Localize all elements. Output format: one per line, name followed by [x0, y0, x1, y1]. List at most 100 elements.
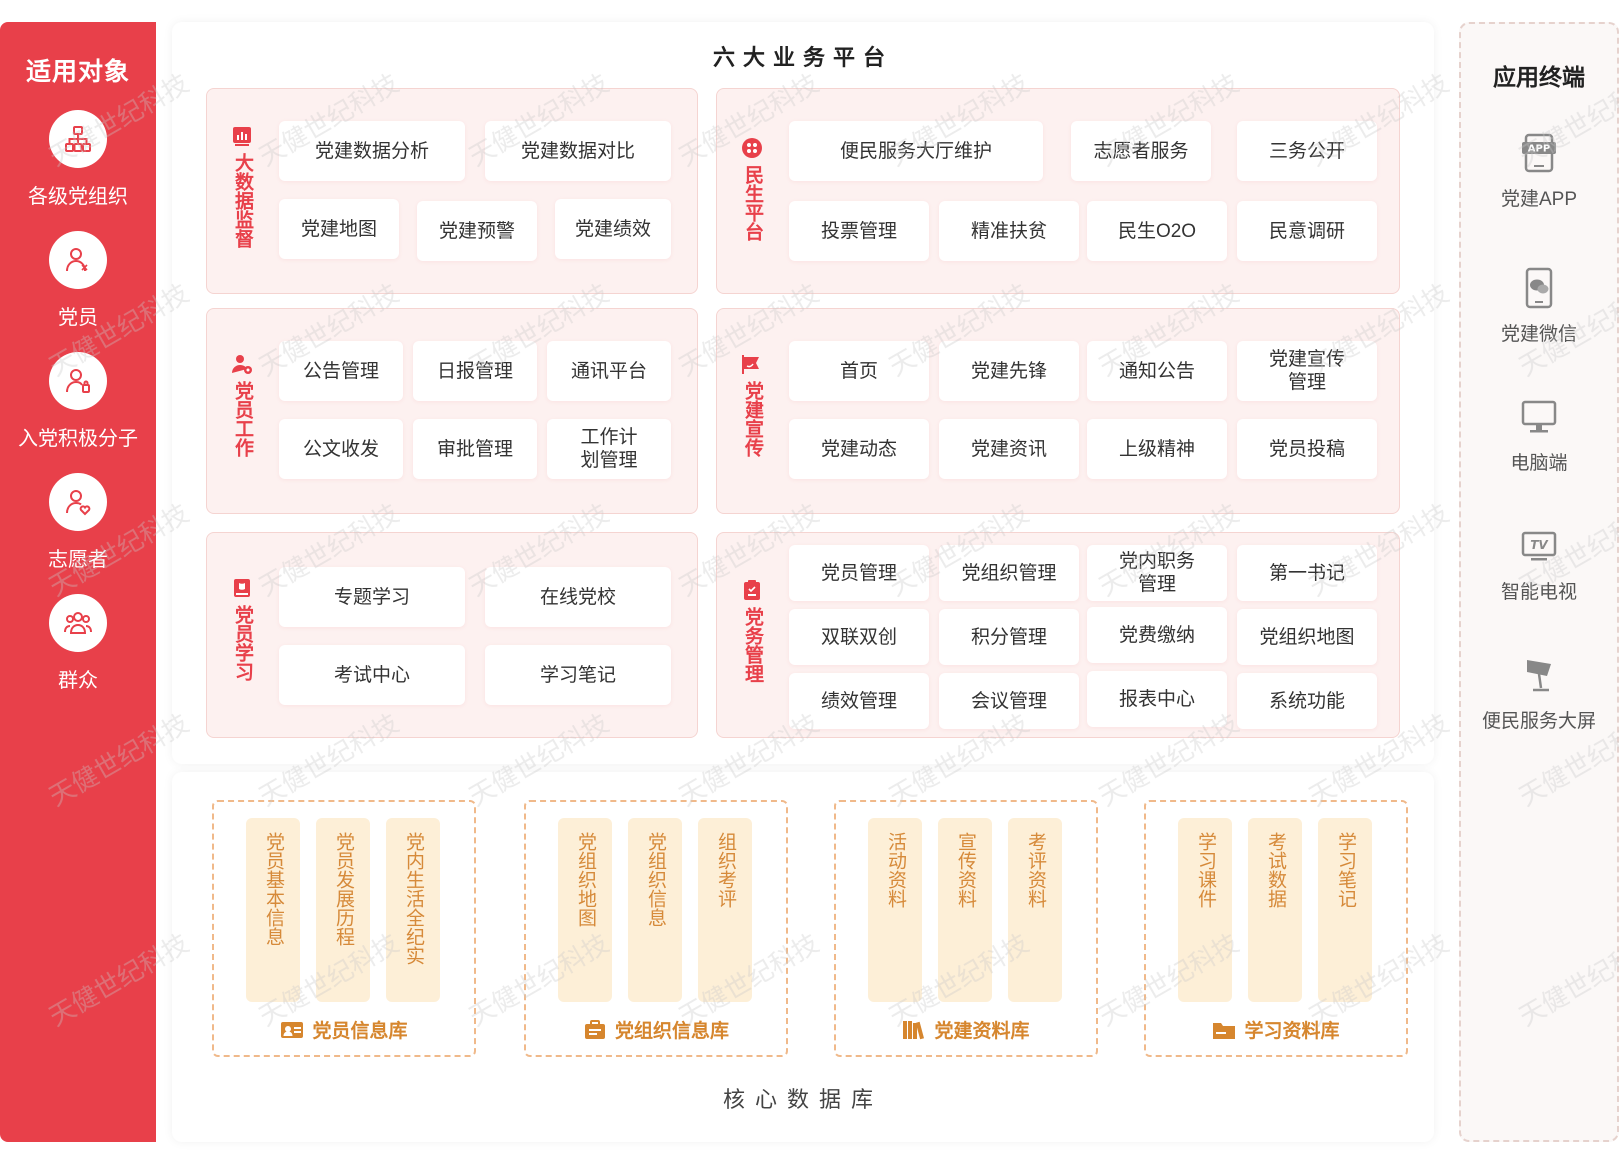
- module-button[interactable]: 系统功能: [1237, 673, 1377, 729]
- module-button[interactable]: 首页: [789, 341, 929, 401]
- id-card-icon: [281, 1021, 304, 1038]
- party-emblem-icon: [742, 355, 759, 374]
- module-button[interactable]: 党建资讯: [939, 419, 1079, 479]
- module-button[interactable]: 党建绩效: [555, 199, 671, 259]
- block-bigdata: 大数据监督 党建数据分析 党建数据对比 党建地图 党建预警 党建绩效: [206, 88, 698, 294]
- module-button[interactable]: 党组织地图: [1237, 609, 1377, 665]
- terminal-label: 党建APP: [1500, 189, 1578, 210]
- audience-item-member: 党员: [49, 231, 107, 330]
- db-footer: 党员信息库: [214, 1016, 474, 1043]
- module-button[interactable]: 民生O2O: [1087, 201, 1227, 261]
- module-button[interactable]: 投票管理: [789, 201, 929, 261]
- block-study: 党员学习 专题学习 在线党校 考试中心 学习笔记: [206, 532, 698, 738]
- audience-label: 入党积极分子: [18, 428, 138, 450]
- terminal-wechat[interactable]: 党建微信: [1501, 267, 1577, 346]
- terminal-tv[interactable]: TV 智能电视: [1501, 525, 1577, 604]
- module-button[interactable]: 党建宣传管理: [1237, 341, 1377, 401]
- module-button[interactable]: 党员管理: [789, 545, 929, 601]
- block-label-text: 民生平台: [742, 165, 763, 241]
- db-column: 活动资料: [868, 818, 922, 1002]
- block-label-text: 党建宣传: [742, 381, 763, 457]
- app-icon: APP: [1522, 133, 1556, 173]
- block-label-text: 党员工作: [232, 381, 253, 457]
- db-column: 党员发展历程: [316, 818, 370, 1002]
- svg-text:TV: TV: [1530, 538, 1549, 552]
- module-button[interactable]: 专题学习: [279, 567, 465, 627]
- module-button[interactable]: 党员投稿: [1237, 419, 1377, 479]
- core-title: 核心数据库: [722, 1087, 883, 1112]
- db-column-text: 组织考评: [715, 832, 736, 908]
- module-button[interactable]: 三务公开: [1237, 121, 1377, 181]
- module-button[interactable]: 日报管理: [413, 341, 537, 401]
- db-column: 党组织信息: [628, 818, 682, 1002]
- desktop-icon: [1521, 400, 1557, 433]
- module-button[interactable]: 审批管理: [413, 419, 537, 479]
- module-button[interactable]: 工作计划管理: [547, 419, 671, 479]
- audience-label: 党员: [58, 307, 98, 329]
- audience-label: 志愿者: [48, 549, 108, 571]
- terminal-kiosk[interactable]: 便民服务大屏: [1482, 654, 1596, 733]
- db-name: 党建资料库: [934, 1021, 1030, 1042]
- db-column: 考评资料: [1008, 818, 1062, 1002]
- clipboard-icon: [744, 580, 760, 600]
- module-button[interactable]: 精准扶贫: [939, 201, 1079, 261]
- module-button[interactable]: 考试中心: [279, 645, 465, 705]
- module-button[interactable]: 志愿者服务: [1071, 121, 1211, 181]
- book-icon: [234, 579, 250, 597]
- audience-item-org: 各级党组织: [28, 110, 128, 209]
- block-label-text: 党务管理: [742, 607, 763, 683]
- block-work: 党员工作 公告管理 日报管理 通讯平台 公文收发 审批管理 工作计划管理: [206, 308, 698, 514]
- block-propaganda: 党建宣传 首页 党建先锋 通知公告 党建宣传管理 党建动态 党建资讯 上级精神 …: [716, 308, 1400, 514]
- module-button[interactable]: 党建动态: [789, 419, 929, 479]
- module-button[interactable]: 党建预警: [417, 201, 537, 261]
- module-button[interactable]: 党组织管理: [939, 545, 1079, 601]
- module-button[interactable]: 在线党校: [485, 567, 671, 627]
- terminal-label: 党建微信: [1500, 324, 1577, 345]
- block-label-text: 大数据监督: [232, 153, 253, 248]
- block-label-text: 党员学习: [232, 605, 253, 681]
- module-button[interactable]: 便民服务大厅维护: [789, 121, 1043, 181]
- platform-title: 六大业务平台: [712, 45, 893, 70]
- module-button[interactable]: 第一书记: [1237, 545, 1377, 601]
- module-button[interactable]: 绩效管理: [789, 673, 929, 729]
- db-column-text: 学习笔记: [1335, 832, 1356, 908]
- chart-icon: [233, 127, 251, 146]
- module-button[interactable]: 党内职务管理: [1087, 545, 1227, 601]
- module-button[interactable]: 双联双创: [789, 609, 929, 665]
- block-label: 党务管理: [739, 579, 765, 683]
- activist-icon: [49, 352, 107, 410]
- module-button[interactable]: 民意调研: [1237, 201, 1377, 261]
- terminal-desktop[interactable]: 电脑端: [1510, 396, 1568, 475]
- module-button[interactable]: 报表中心: [1087, 671, 1227, 727]
- block-minsheng: 民生平台 便民服务大厅维护 志愿者服务 三务公开 投票管理 精准扶贫 民生O2O…: [716, 88, 1400, 294]
- terminal-label: 电脑端: [1510, 453, 1568, 474]
- db-study-materials: 学习课件 考试数据 学习笔记 学习资料库: [1144, 800, 1408, 1057]
- audience-label: 各级党组织: [28, 186, 128, 208]
- module-button[interactable]: 党建数据分析: [279, 121, 465, 181]
- org-chart-icon: [49, 110, 107, 168]
- module-button[interactable]: 党费缴纳: [1087, 607, 1227, 663]
- module-button[interactable]: 通讯平台: [547, 341, 671, 401]
- books-icon: [903, 1020, 925, 1039]
- module-button[interactable]: 党建数据对比: [485, 121, 671, 181]
- db-column: 学习笔记: [1318, 818, 1372, 1002]
- module-button[interactable]: 会议管理: [939, 673, 1079, 729]
- module-button[interactable]: 上级精神: [1087, 419, 1227, 479]
- member-settings-icon: [232, 355, 252, 374]
- db-column-text: 党员基本信息: [263, 832, 284, 946]
- module-button[interactable]: 通知公告: [1087, 341, 1227, 401]
- tv-icon: TV: [1521, 531, 1557, 561]
- module-button[interactable]: 学习笔记: [485, 645, 671, 705]
- module-button[interactable]: 党建先锋: [939, 341, 1079, 401]
- db-member-info: 党员基本信息 党员发展历程 党内生活全纪实 党员信息库: [212, 800, 476, 1057]
- block-affairs: 党务管理 党员管理 党组织管理 党内职务管理 第一书记 双联双创 积分管理 党费…: [716, 532, 1400, 738]
- module-button[interactable]: 党建地图: [279, 199, 399, 259]
- module-button[interactable]: 公告管理: [279, 341, 403, 401]
- db-footer: 党建资料库: [836, 1016, 1096, 1043]
- module-button[interactable]: 公文收发: [279, 419, 403, 479]
- db-org-info: 党组织地图 党组织信息 组织考评 党组织信息库: [524, 800, 788, 1057]
- module-button[interactable]: 积分管理: [939, 609, 1079, 665]
- terminal-app[interactable]: APP 党建APP: [1501, 132, 1577, 211]
- volunteer-icon: [49, 473, 107, 531]
- core-database-panel: 党员基本信息 党员发展历程 党内生活全纪实 党员信息库 党组织地图 党组织信息 …: [172, 772, 1434, 1142]
